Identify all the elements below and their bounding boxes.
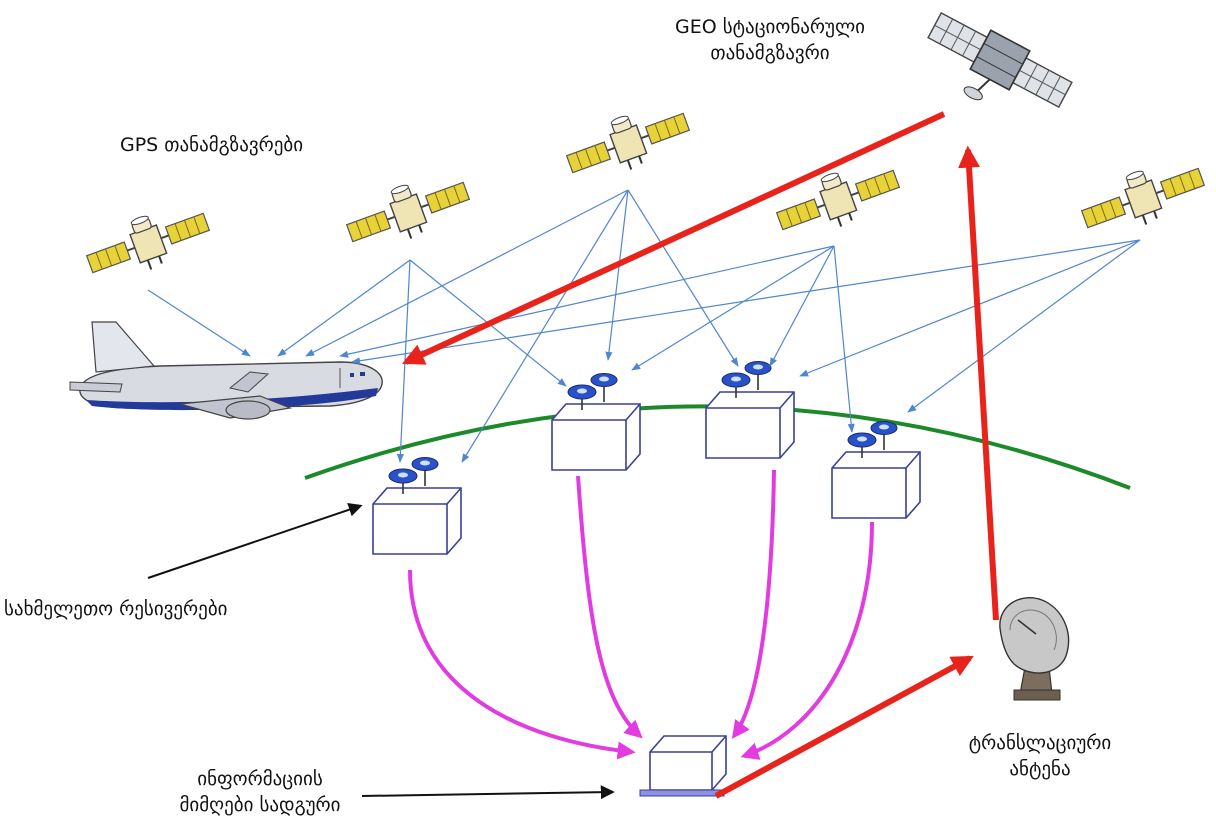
ground-receiver-icon — [372, 456, 462, 555]
geo-satellite-label: GEO სტაციონარული თანამგზავრი — [640, 14, 900, 66]
gps-satellite-icon — [559, 95, 697, 190]
info-station-icon — [639, 735, 727, 797]
info-station-label: ინფორმაციის მიმღები სადგური — [150, 766, 370, 818]
geo-relay-links — [402, 111, 999, 799]
antenna-label-line2: ანტენა — [1009, 758, 1071, 780]
antenna-label-line1: ტრანსლაციური — [968, 732, 1112, 754]
gps-satellite-icon — [79, 195, 217, 290]
ground-receiver-icon — [551, 372, 641, 471]
gps-satellite-icon — [1074, 150, 1212, 245]
gps-signal-links — [147, 189, 1141, 463]
geo-satellite-label-line2: თანამგზავრი — [710, 42, 830, 64]
dish-antenna-icon — [999, 597, 1070, 701]
antenna-label: ტრანსლაციური ანტენა — [940, 730, 1140, 782]
gps-satellite-icon — [339, 164, 477, 259]
airplane-icon — [69, 321, 383, 420]
gps-satellite-icon — [769, 152, 907, 247]
gps-satellites-label: GPS თანამგზავრები — [120, 132, 390, 158]
ground-receiver-icon — [831, 420, 921, 519]
ground-receiver-icon — [705, 360, 795, 459]
geo-satellite-label-line1: GEO სტაციონარული — [674, 16, 866, 38]
geo-satellite-icon — [927, 11, 1073, 109]
label-pointer-arrows — [147, 502, 615, 800]
info-station-label-line1: ინფორმაციის — [197, 768, 323, 790]
ground-receivers-label-text: სახმელეთო რესივერები — [4, 598, 228, 620]
ground-receivers-label: სახმელეთო რესივერები — [4, 596, 304, 622]
gps-satellites-label-text: GPS თანამგზავრები — [120, 134, 304, 156]
ground-data-links — [408, 469, 874, 760]
info-station-label-line2: მიმღები სადგური — [179, 794, 341, 816]
